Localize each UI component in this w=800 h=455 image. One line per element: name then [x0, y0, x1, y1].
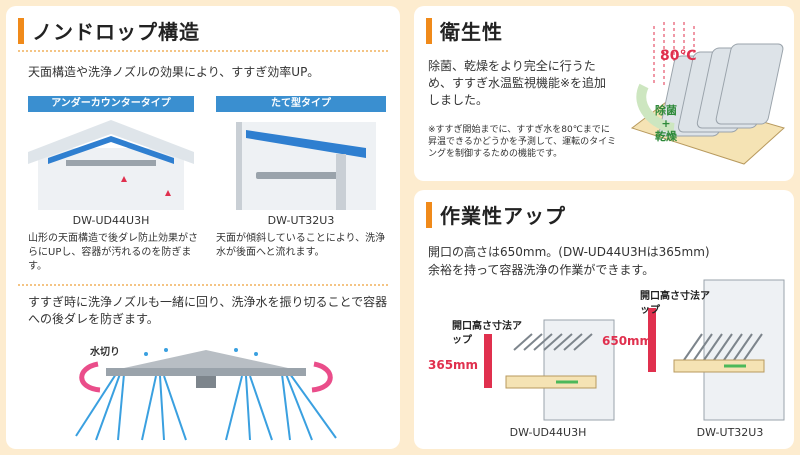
undercounter-machine-illustration: [484, 319, 615, 421]
dry-text: 乾燥: [655, 130, 677, 143]
opening-label-ud: 開口高さ寸法アップ: [452, 321, 522, 346]
height-ut: 650mm: [602, 334, 653, 348]
heading-divider: [18, 50, 388, 52]
hygiene-title: 衛生性: [440, 20, 503, 44]
plus-text: +: [661, 117, 671, 130]
undercounter-description: 山形の天面構造で後ダレ防止効果がさらにUPし、容器が汚れるのを防ぎます。: [28, 233, 198, 272]
model-ut: DW-UT32U3: [696, 426, 764, 439]
opening-height-text: 開口の高さは650mm。(DW-UD44U3Hは365mm): [428, 245, 710, 259]
upright-description: 天面が傾斜していることにより、洗浄水が後面へと流れます。: [216, 233, 386, 258]
non-drop-heading: ノンドロップ構造: [18, 16, 200, 45]
heading-accent-bar: [426, 201, 432, 228]
non-drop-intro: 天面構造や洗浄ノズルの効果により、すすぎ効率UP。: [28, 65, 320, 79]
section-divider: [18, 284, 388, 286]
sterilize-text: 除菌: [655, 104, 677, 117]
heading-accent-bar: [426, 17, 432, 44]
undercounter-tag: アンダーカウンタータイプ: [28, 96, 194, 112]
undercounter-roof-illustration: [28, 120, 194, 210]
undercounter-model: DW-UD44U3H: [72, 214, 150, 227]
temperature-label: 80℃: [660, 48, 697, 64]
upright-model: DW-UT32U3: [267, 214, 335, 227]
height-ud: 365mm: [428, 358, 479, 372]
nozzle-description: すすぎ時に洗浄ノズルも一緒に回り、洗浄水を振り切ることで容器への後ダレを防ぎます…: [28, 295, 388, 326]
hygiene-panel: 衛生性 除菌、乾燥をより完全に行うため、すすぎ水温監視機能※を追加しました。 ※…: [414, 6, 794, 181]
workability-description: 余裕を持って容器洗浄の作業ができます。: [428, 263, 655, 277]
rack-dishes-illustration: [630, 22, 786, 165]
workability-title: 作業性アップ: [440, 204, 566, 228]
sterilize-dry-label: 除菌 + 乾燥: [646, 104, 686, 143]
model-ud: DW-UD44U3H: [509, 426, 587, 439]
upright-machine-illustration: [648, 279, 785, 421]
non-drop-title: ノンドロップ構造: [32, 20, 200, 44]
water-cut-label: 水切り: [90, 347, 120, 358]
hygiene-heading: 衛生性: [426, 16, 503, 45]
workability-panel: 作業性アップ 開口の高さは650mm。(DW-UD44U3Hは365mm) 余裕…: [414, 190, 794, 449]
upright-roof-illustration: [236, 122, 376, 210]
opening-label-ut: 開口高さ寸法アップ: [640, 291, 710, 316]
non-drop-panel: ノンドロップ構造 天面構造や洗浄ノズルの効果により、すすぎ効率UP。 アンダーカ…: [6, 6, 400, 449]
hygiene-footnote: ※すすぎ開始までに、すすぎ水を80℃までに昇温できるかどうかを予測して、運転のタ…: [428, 125, 617, 159]
upright-tag: たて型タイプ: [216, 96, 386, 112]
workability-heading: 作業性アップ: [426, 200, 566, 229]
rotating-nozzle-illustration: [75, 348, 337, 441]
hygiene-description: 除菌、乾燥をより完全に行うため、すすぎ水温監視機能※を追加しました。: [428, 59, 607, 107]
heading-accent-bar: [18, 17, 24, 44]
